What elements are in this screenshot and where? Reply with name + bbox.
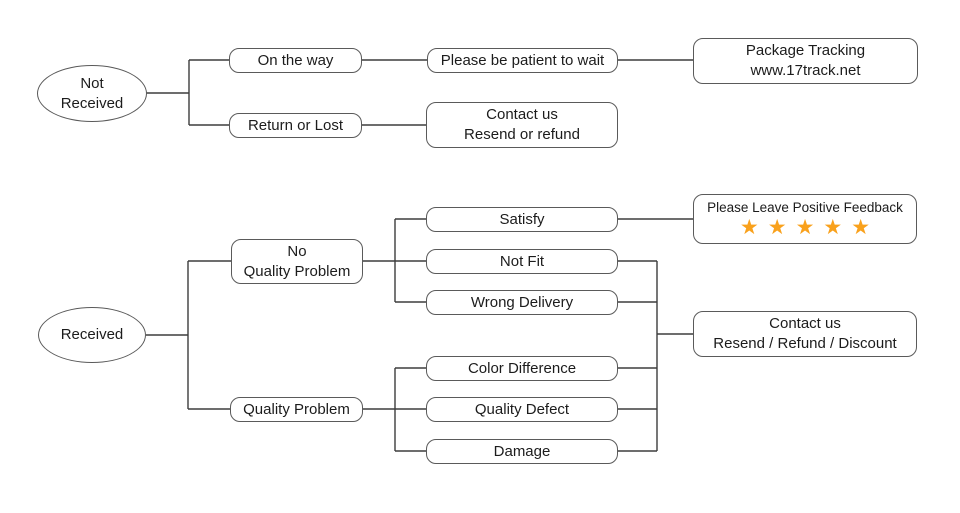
node-no-quality-problem: No Quality Problem [231, 239, 363, 284]
node-package-tracking: Package Tracking www.17track.net [693, 38, 918, 84]
node-wrong-delivery-label: Wrong Delivery [470, 293, 574, 311]
node-contact-bottom-line2: Resend / Refund / Discount [713, 335, 897, 352]
node-not-fit-label: Not Fit [499, 252, 545, 270]
node-on-the-way-label: On the way [257, 51, 334, 69]
node-satisfy: Satisfy [426, 207, 618, 232]
node-contact-top-line1: Contact us [486, 106, 558, 123]
node-not-received-line1: Not [80, 74, 104, 92]
node-color-difference: Color Difference [426, 356, 618, 381]
five-star-rating-icon: ★★★★★ [739, 215, 880, 239]
node-package-tracking-url: www.17track.net [750, 62, 861, 79]
node-damage: Damage [426, 439, 618, 464]
node-return-or-lost-label: Return or Lost [247, 116, 344, 134]
connector-path [146, 59, 693, 452]
node-quality-defect-label: Quality Defect [474, 400, 570, 418]
node-quality-defect: Quality Defect [426, 397, 618, 422]
node-not-received: Not Received [37, 65, 147, 122]
node-not-fit: Not Fit [426, 249, 618, 274]
node-contact-top-line2: Resend or refund [464, 126, 580, 143]
node-not-received-line2: Received [60, 94, 124, 112]
node-package-tracking-line1: Package Tracking [745, 42, 866, 59]
node-wrong-delivery: Wrong Delivery [426, 290, 618, 315]
node-received-label: Received [60, 326, 124, 343]
node-contact-bottom-line1: Contact us [769, 315, 841, 332]
node-contact-us-resend-refund: Contact us Resend or refund [426, 102, 618, 148]
node-received: Received [38, 307, 146, 363]
node-no-quality-problem-line1: No [287, 242, 307, 260]
node-damage-label: Damage [493, 442, 551, 460]
node-please-be-patient: Please be patient to wait [427, 48, 618, 73]
node-satisfy-label: Satisfy [499, 210, 545, 228]
node-positive-feedback: Please Leave Positive Feedback ★★★★★ [693, 194, 917, 244]
node-return-or-lost: Return or Lost [229, 113, 362, 138]
node-quality-problem: Quality Problem [230, 397, 363, 422]
node-contact-us-resend-refund-discount: Contact us Resend / Refund / Discount [693, 311, 917, 357]
node-quality-problem-label: Quality Problem [243, 400, 350, 418]
node-positive-feedback-label: Please Leave Positive Feedback [707, 199, 903, 215]
node-no-quality-problem-line2: Quality Problem [243, 262, 351, 280]
node-color-difference-label: Color Difference [467, 359, 577, 377]
node-on-the-way: On the way [229, 48, 362, 73]
node-please-be-patient-label: Please be patient to wait [440, 51, 605, 69]
